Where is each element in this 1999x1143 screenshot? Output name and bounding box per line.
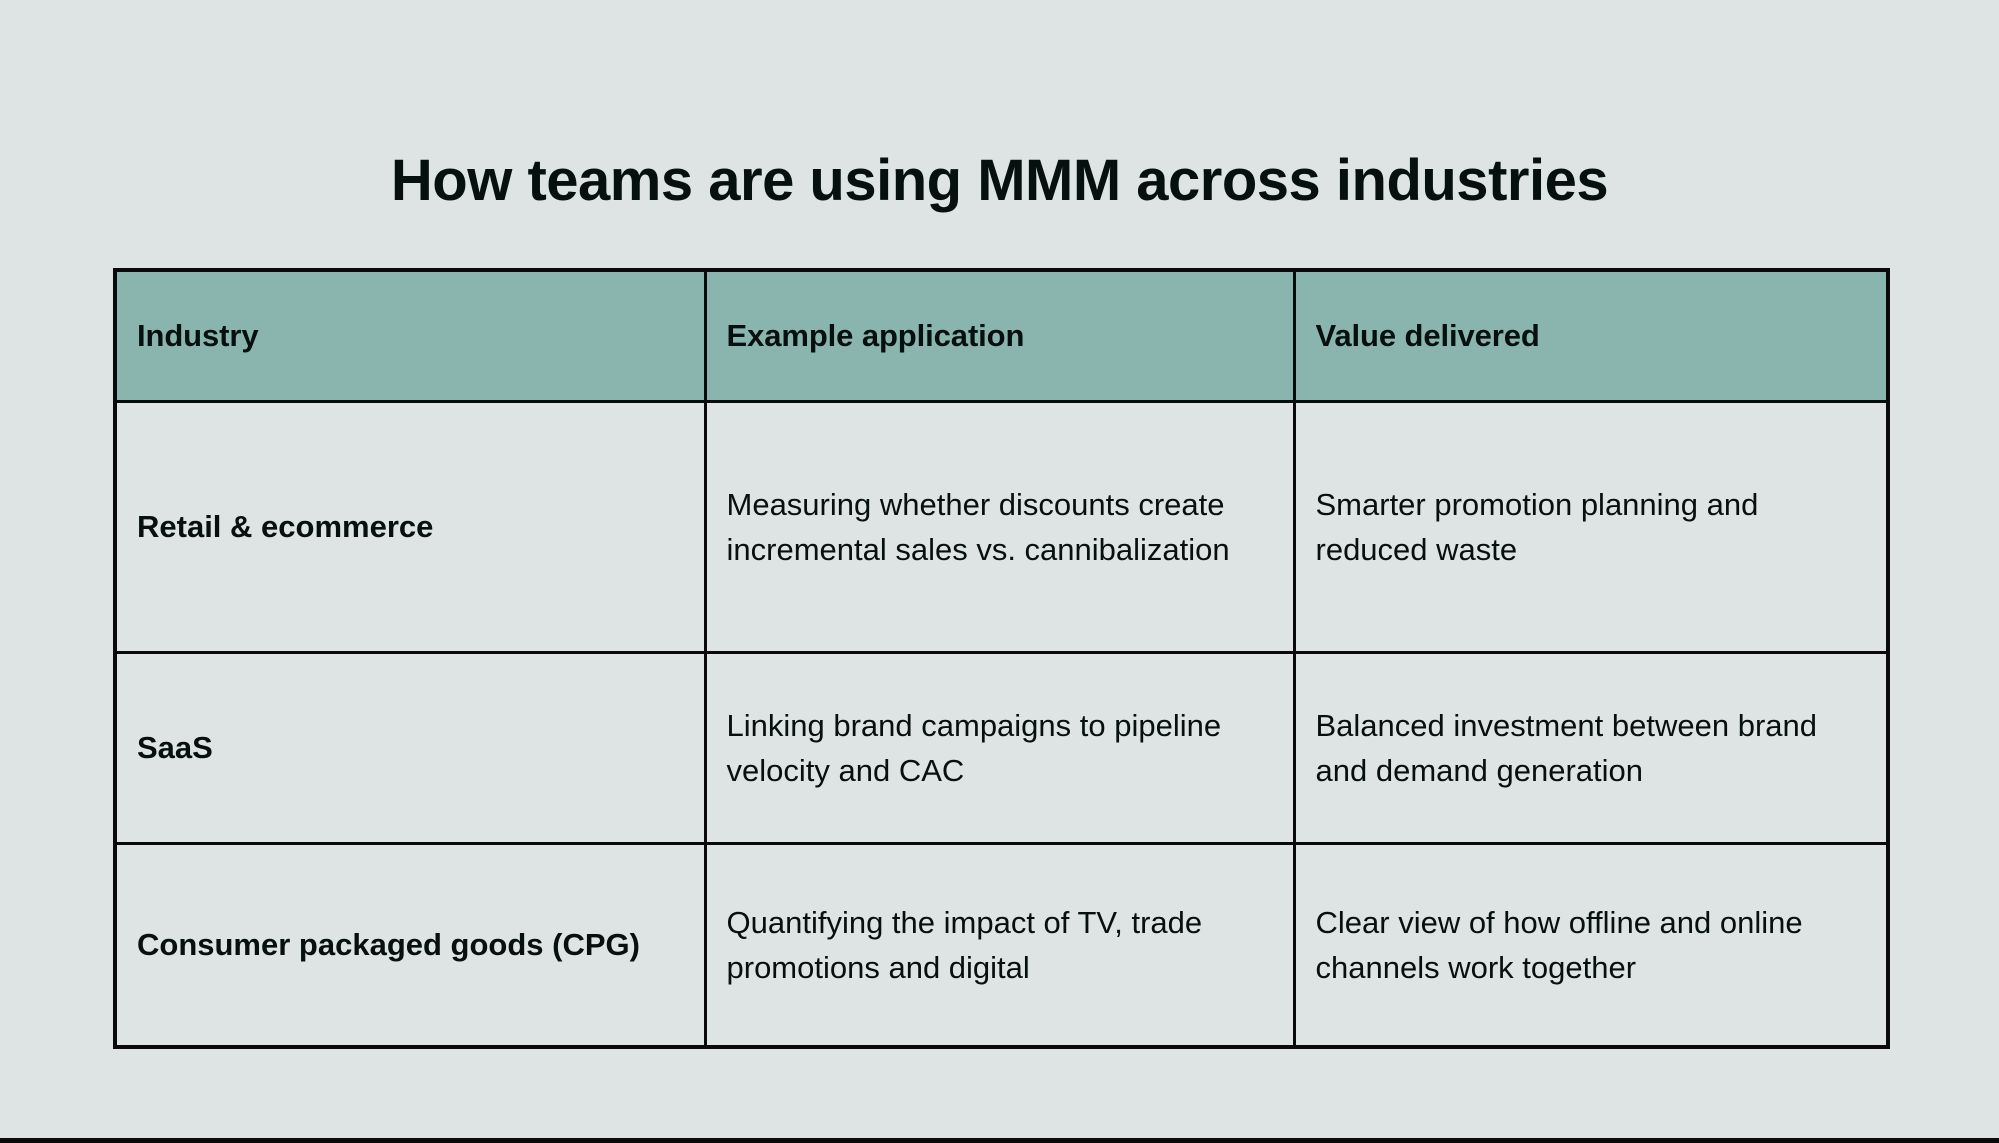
cell-industry: Retail & ecommerce	[113, 400, 707, 654]
table-header-row: Industry Example application Value deliv…	[113, 268, 1890, 403]
cell-value-delivered: Smarter promotion planning and reduced w…	[1292, 400, 1890, 654]
column-header-industry: Industry	[113, 268, 707, 403]
table-row: Consumer packaged goods (CPG) Quantifyin…	[113, 842, 1890, 1049]
cell-value-delivered: Balanced investment between brand and de…	[1292, 651, 1890, 845]
page-title: How teams are using MMM across industrie…	[390, 147, 1609, 213]
bottom-edge-strip	[0, 1138, 1999, 1143]
table-body: Retail & ecommerce Measuring whether dis…	[113, 400, 1890, 1049]
cell-industry: SaaS	[113, 651, 707, 845]
industry-table-container: Industry Example application Value deliv…	[113, 268, 1890, 1049]
cell-example-application: Linking brand campaigns to pipeline velo…	[703, 651, 1296, 845]
table-row: Retail & ecommerce Measuring whether dis…	[113, 400, 1890, 654]
industry-table: Industry Example application Value deliv…	[113, 268, 1890, 1049]
cell-example-application: Quantifying the impact of TV, trade prom…	[703, 842, 1296, 1049]
table-row: SaaS Linking brand campaigns to pipeline…	[113, 651, 1890, 845]
column-header-example-application: Example application	[703, 268, 1296, 403]
cell-industry: Consumer packaged goods (CPG)	[113, 842, 707, 1049]
table-header: Industry Example application Value deliv…	[113, 268, 1890, 403]
cell-example-application: Measuring whether discounts create incre…	[703, 400, 1296, 654]
cell-value-delivered: Clear view of how offline and online cha…	[1292, 842, 1890, 1049]
column-header-value-delivered: Value delivered	[1292, 268, 1890, 403]
